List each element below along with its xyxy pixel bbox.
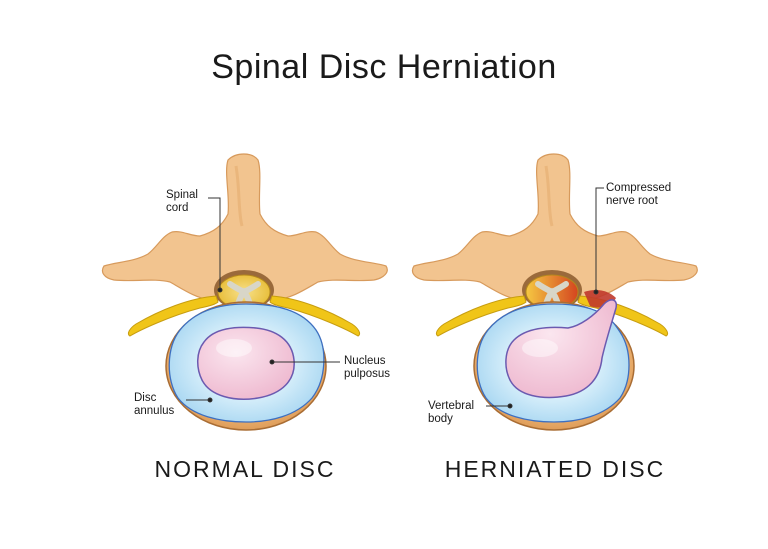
label-vertebral-body: Vertebral body [428, 400, 474, 426]
label-nucleus-pulposus: Nucleus pulposus [344, 355, 390, 381]
label-spinal-cord: Spinal cord [166, 189, 198, 215]
label-disc-annulus: Disc annulus [134, 392, 174, 418]
normal-vertebra [102, 154, 387, 430]
caption-herniated-disc: HERNIATED DISC [430, 456, 680, 483]
label-compressed-nerve-root: Compressed nerve root [606, 182, 671, 208]
caption-normal-disc: NORMAL DISC [140, 456, 350, 483]
nucleus-pulposus [198, 327, 294, 399]
